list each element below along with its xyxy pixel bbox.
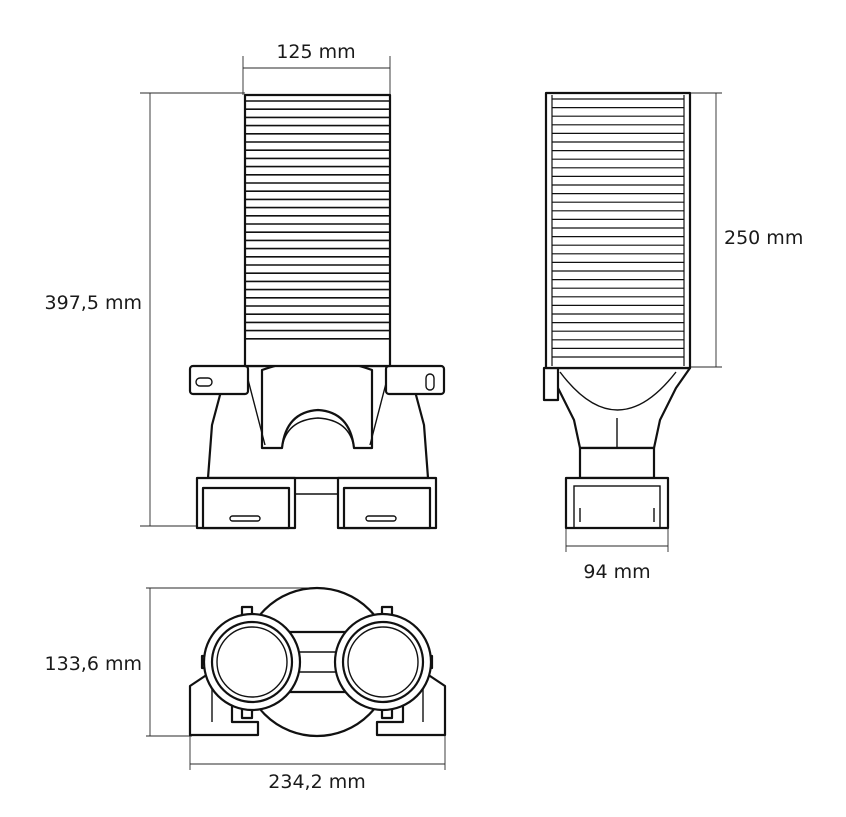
front-height-dimension: 397,5 mm: [20, 92, 245, 527]
side-ribbed-pipe: [544, 91, 692, 370]
side-height-label: 250 mm: [724, 227, 803, 249]
top-view: 133,6 mm 234,2 mm: [20, 586, 447, 793]
side-width-label: 94 mm: [583, 561, 650, 583]
front-view: 125 mm 397,5 mm: [20, 41, 446, 530]
top-depth-dimension: 133,6 mm: [20, 587, 318, 737]
side-view: 250 mm 94 mm: [542, 91, 818, 583]
side-funnel: [544, 366, 692, 450]
front-width-label: 125 mm: [276, 41, 355, 63]
front-ribbed-pipe: [243, 93, 392, 368]
front-width-dimension: 125 mm: [242, 41, 391, 95]
top-width-label: 234,2 mm: [268, 771, 365, 793]
front-height-label: 397,5 mm: [45, 292, 142, 314]
side-height-dimension: 250 mm: [690, 92, 818, 368]
top-width-dimension: 234,2 mm: [189, 736, 446, 793]
top-depth-label: 133,6 mm: [45, 653, 142, 675]
side-width-dimension: 94 mm: [565, 528, 669, 583]
